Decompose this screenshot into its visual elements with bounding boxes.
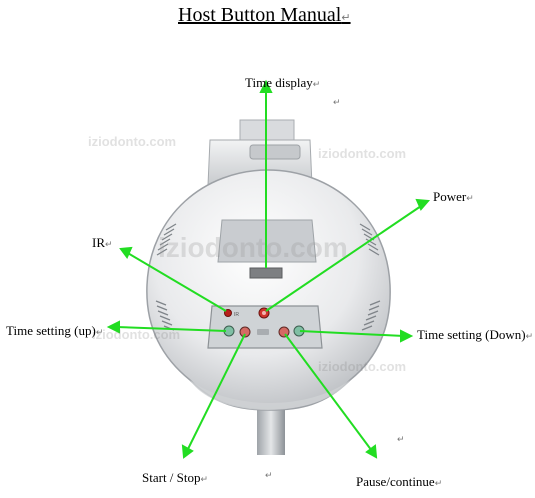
- start-stop-button[interactable]: [239, 326, 251, 338]
- left-vents: [155, 223, 177, 331]
- ir-indicator: [224, 309, 232, 317]
- paragraph-mark: ↵: [341, 12, 351, 24]
- paragraph-mark: ↵: [333, 97, 341, 107]
- ir-panel-mark: IR: [234, 312, 239, 318]
- paragraph-mark: ↵: [397, 434, 405, 444]
- watermark-3: iziodonto.com: [158, 232, 348, 263]
- panel-mark: [257, 329, 269, 335]
- arrow-power: [265, 203, 425, 312]
- arrow-start-stop: [186, 333, 246, 452]
- control-panel: [207, 305, 323, 349]
- pause-continue-button[interactable]: [278, 326, 290, 338]
- arrow-pause-continue: [284, 333, 373, 452]
- lower-lip: [190, 380, 350, 410]
- label-pause-continue: Pause/continue↵: [356, 474, 443, 489]
- watermark-1: iziodonto.com: [88, 134, 177, 149]
- label-start-stop: Start / Stop↵: [142, 470, 209, 485]
- label-power: Power↵: [433, 189, 474, 204]
- page-title: Host Button Manual↵: [178, 4, 351, 26]
- label-ir: IR↵: [92, 235, 113, 250]
- arrow-ir: [125, 251, 227, 312]
- watermark-2: iziodonto.com: [318, 146, 407, 161]
- arrow-time-down: [299, 330, 405, 337]
- paragraph-mark: ↵: [265, 470, 273, 480]
- hinge: [249, 144, 301, 160]
- label-time-display: Time display↵: [245, 75, 321, 90]
- watermark-4: iziodonto.com: [92, 327, 181, 342]
- callout-arrows: [106, 79, 431, 459]
- label-time-up: Time setting (up)↵: [6, 323, 104, 338]
- main-shell: [146, 169, 391, 411]
- label-time-down: Time setting (Down)↵: [417, 327, 534, 342]
- arrow-time-up: [115, 326, 227, 332]
- time-display-window: [249, 267, 283, 279]
- right-vents: [359, 223, 381, 331]
- watermark-5: iziodonto.com: [318, 359, 407, 374]
